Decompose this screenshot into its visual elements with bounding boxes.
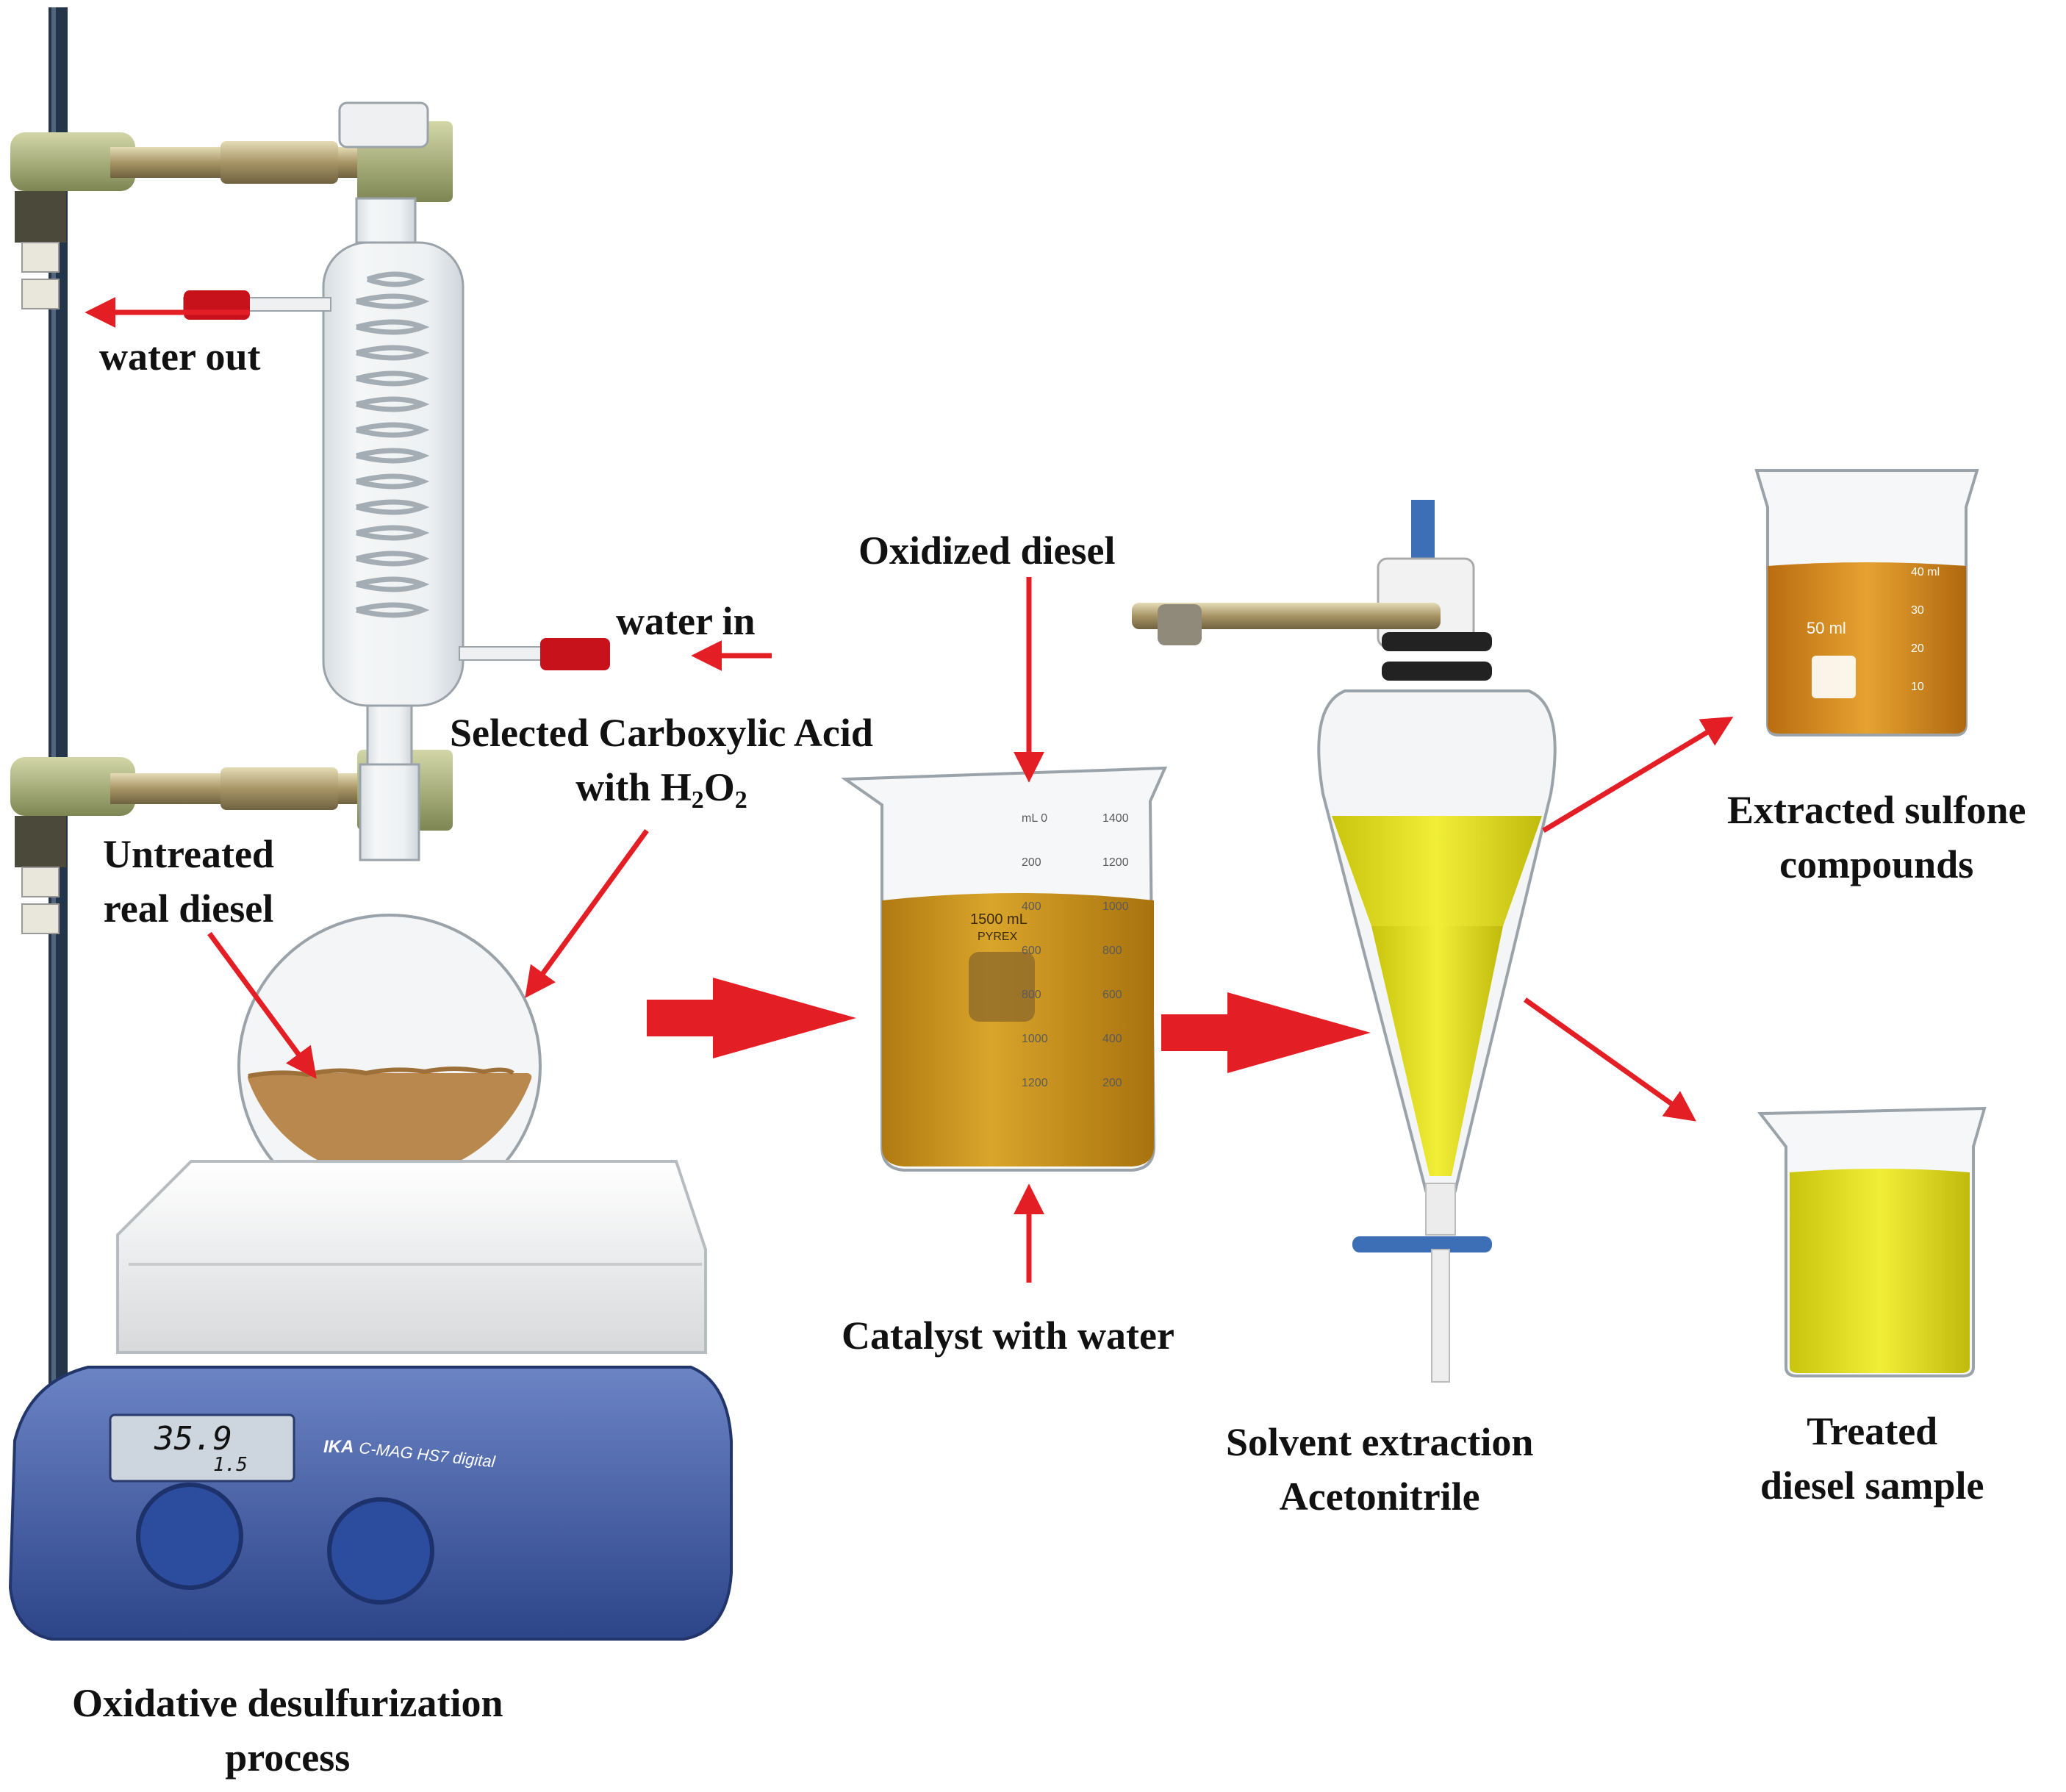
arrow-acid	[525, 828, 649, 998]
label-ods-process: Oxidative desulfurization process	[72, 1681, 503, 1780]
label-untreated-diesel: Untreated real diesel	[103, 832, 274, 931]
label-oxidized-diesel: Oxidized diesel	[858, 528, 1116, 573]
stirrer-display-panel	[109, 1413, 295, 1483]
condenser-coil	[356, 271, 430, 618]
condenser	[183, 101, 610, 766]
acetonitrile-layer	[1332, 816, 1542, 926]
arrow-untreated	[207, 931, 317, 1079]
beaker-scale-right-tick: 1200	[1102, 856, 1129, 869]
treated-beaker	[1757, 1106, 1987, 1377]
beaker-scale-left-tick: 1000	[1022, 1033, 1048, 1045]
sulfone-beaker	[1754, 469, 1979, 736]
beaker-scale-right-tick: 800	[1102, 945, 1122, 957]
small-beaker-scale-tick: 10	[1911, 681, 1924, 693]
beaker-scale-left-tick: mL 0	[1022, 812, 1047, 825]
label-extracted-sulfone: Extracted sulfone compounds	[1727, 788, 2026, 886]
label-catalyst: Catalyst with water	[842, 1313, 1174, 1358]
stirrer-knob-left	[136, 1483, 243, 1590]
water-in-hose-fitting	[540, 638, 610, 670]
beaker-scale-left-tick: 800	[1022, 989, 1041, 1001]
beaker-scale-left-tick: 200	[1022, 856, 1041, 869]
arrow-to-sulfone	[1542, 716, 1734, 834]
treated-liquid	[1790, 1169, 1970, 1373]
upper-clamp	[10, 121, 453, 309]
stirrer-knob-right	[327, 1497, 434, 1605]
beaker-scale-right-tick: 200	[1102, 1077, 1122, 1089]
beaker-capacity-label: 1500 mL	[970, 911, 1027, 928]
beaker-brand-label: PYREX	[978, 931, 1018, 943]
hotplate-stirrer	[8, 1160, 733, 1641]
label-solvent-extraction: Solvent extraction Acetonitrile	[1226, 1420, 1534, 1519]
beaker-scale-left-tick: 1200	[1022, 1077, 1048, 1089]
small-beaker-scale-tick: 30	[1911, 604, 1924, 617]
block-arrow-to-funnel	[1161, 992, 1371, 1073]
small-beaker-scale-tick: 40 ml	[1911, 566, 1940, 578]
stirrer-brand: IKA	[323, 1437, 354, 1457]
diesel-sand-fill	[248, 1073, 532, 1179]
small-beaker-capacity: 50 ml	[1807, 619, 1846, 637]
label-carboxylic-acid: Selected Carboxylic Acid with H2O2	[450, 711, 873, 814]
beaker-scale-right-tick: 1400	[1102, 812, 1129, 825]
diesel-layer	[1371, 926, 1503, 1176]
small-beaker-scale-tick: 20	[1911, 642, 1924, 655]
beaker-scale-right-tick: 1000	[1102, 900, 1129, 913]
water-out-hose-fitting	[184, 290, 250, 320]
separatory-funnel	[1132, 500, 1557, 1383]
beaker-scale-left-tick: 400	[1022, 900, 1041, 913]
round-bottom-flask	[237, 763, 542, 1218]
stirrer-display-reading: 35.9	[154, 1420, 232, 1458]
beaker-scale-right-tick: 600	[1102, 989, 1122, 1001]
large-beaker	[840, 766, 1168, 1172]
oxidized-diesel-liquid	[882, 893, 1154, 1166]
label-water-in: water in	[616, 599, 756, 643]
label-water-out: water out	[99, 334, 261, 379]
label-treated-diesel: Treated diesel sample	[1760, 1409, 1984, 1508]
stirrer-display-sub: 1.5	[213, 1454, 248, 1476]
beaker-scale-right-tick: 400	[1102, 1033, 1122, 1045]
sulfone-liquid	[1768, 562, 1966, 734]
block-arrow-to-beaker	[647, 978, 856, 1058]
funnel-stopcock	[1352, 1236, 1492, 1252]
beaker-scale-left-tick: 600	[1022, 945, 1041, 957]
arrows	[85, 297, 1734, 1283]
arrow-to-treated	[1523, 997, 1696, 1122]
